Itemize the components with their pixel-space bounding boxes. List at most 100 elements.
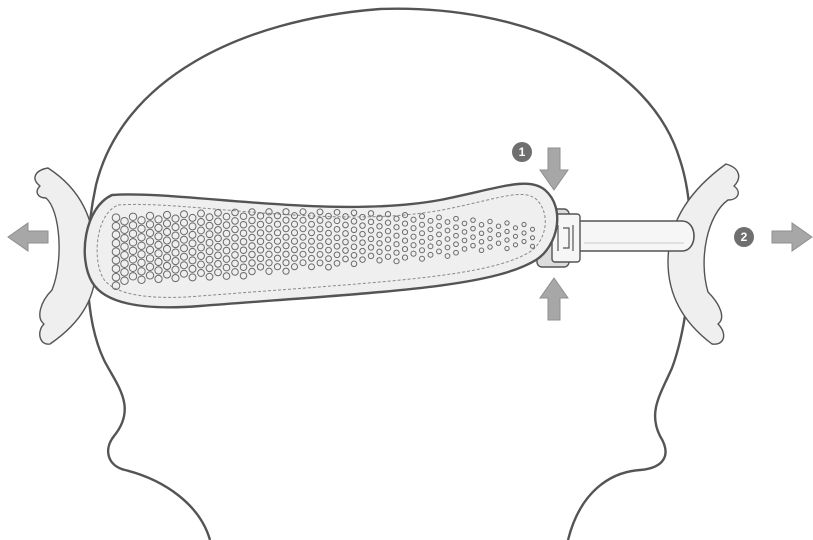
perforation-hole: [342, 221, 349, 229]
perforation-hole: [367, 227, 375, 234]
perforation-hole: [248, 233, 256, 242]
perforation-hole: [179, 261, 189, 270]
head-outline: [86, 7, 693, 540]
right-side-strap: [667, 163, 740, 345]
perforation-hole: [282, 208, 290, 216]
perforation-hole: [248, 225, 256, 233]
perforation-hole: [333, 208, 341, 216]
perforation-hole: [222, 255, 231, 263]
perforation-hole: [290, 220, 299, 228]
perforation-hole: [419, 230, 425, 237]
perforation-hole: [205, 255, 214, 264]
perforation-hole: [461, 237, 468, 244]
perforation-hole: [299, 216, 307, 224]
perforation-hole: [461, 229, 468, 235]
perforation-hole: [529, 235, 536, 241]
perforation-hole: [384, 245, 392, 252]
perforation-hole: [214, 260, 222, 268]
perforation-hole: [325, 246, 332, 254]
perforation-hole: [521, 221, 527, 228]
perforation-hole: [419, 255, 425, 262]
perforation-hole: [231, 234, 239, 242]
perforation-hole: [453, 249, 459, 256]
perforation-hole: [316, 233, 324, 241]
perforation-hole: [427, 243, 434, 250]
perforation-hole: [393, 232, 400, 239]
perforation-hole: [120, 242, 129, 251]
perforation-hole: [205, 238, 214, 247]
perforation-hole: [401, 254, 409, 261]
perforation-hole: [444, 244, 451, 251]
perforation-hole: [282, 225, 290, 233]
perforation-hole: [487, 244, 493, 250]
perforation-hole: [222, 263, 231, 272]
perforation-hole: [231, 251, 239, 259]
perforation-hole: [495, 240, 502, 246]
perforation-hole: [367, 252, 375, 260]
perforation-hole: [188, 222, 197, 231]
perforation-hole: [359, 256, 366, 263]
perforation-hole: [128, 255, 138, 264]
perforation-hole: [171, 265, 180, 274]
perforation-hole: [231, 208, 239, 217]
perforation-hole: [222, 221, 231, 229]
perforation-hole: [128, 221, 138, 230]
perforation-hole: [205, 272, 214, 281]
perforation-hole: [171, 248, 180, 257]
perforation-hole: [197, 235, 205, 243]
perforation-hole: [461, 220, 468, 227]
perforation-hole: [222, 229, 231, 238]
perforation-hole: [316, 216, 324, 224]
perforation-hole: [350, 226, 358, 234]
perforation-hole: [478, 239, 485, 245]
perforation-hole: [359, 230, 366, 238]
perforation-hole: [256, 246, 265, 254]
perforation-hole: [120, 250, 129, 260]
perforation-hole: [504, 237, 510, 243]
step-1-badge: [512, 142, 532, 162]
perforation-hole: [214, 217, 222, 226]
perforation-hole: [239, 271, 248, 280]
perforation-hole: [162, 270, 172, 279]
perforation-hole: [299, 259, 307, 267]
perforation-hole: [299, 233, 307, 241]
perforation-hole: [171, 274, 180, 283]
perforation-hole: [265, 267, 273, 275]
perforation-hole: [128, 246, 138, 256]
perforation-hole: [256, 263, 265, 271]
perforation-hole: [222, 246, 231, 255]
perforation-hole: [470, 242, 476, 249]
perforation-hole: [128, 229, 138, 239]
perforation-hole: [316, 225, 324, 233]
perforation-hole: [367, 210, 375, 217]
perforation-hole: [188, 239, 197, 248]
perforation-hole: [436, 248, 442, 255]
perforation-hole: [239, 237, 248, 246]
perforation-hole: [188, 256, 197, 265]
perforation-hole: [427, 234, 434, 241]
perforation-hole: [290, 237, 299, 245]
perforation-hole: [179, 218, 189, 227]
perforation-hole: [359, 222, 366, 229]
perforation-hole: [427, 226, 434, 233]
perforation-hole: [248, 216, 256, 225]
perforation-hole: [376, 240, 383, 247]
perforation-hole: [231, 242, 239, 251]
perforation-hole: [316, 259, 324, 267]
perforation-hole: [256, 254, 265, 263]
perforation-hole: [342, 230, 349, 237]
perforation-hole: [205, 213, 214, 222]
perforation-hole: [273, 237, 282, 245]
perforation-hole: [214, 243, 222, 251]
perforation-hole: [137, 216, 146, 225]
perforation-hole: [308, 254, 315, 262]
perforation-hole: [282, 233, 290, 241]
perforation-hole: [521, 230, 527, 236]
perforation-hole: [205, 264, 214, 273]
perforation-hole: [401, 237, 409, 244]
arrow-right-icon: [771, 222, 813, 252]
perforation-hole: [325, 255, 332, 263]
perforation-hole: [376, 257, 383, 264]
perforation-hole: [393, 258, 400, 265]
